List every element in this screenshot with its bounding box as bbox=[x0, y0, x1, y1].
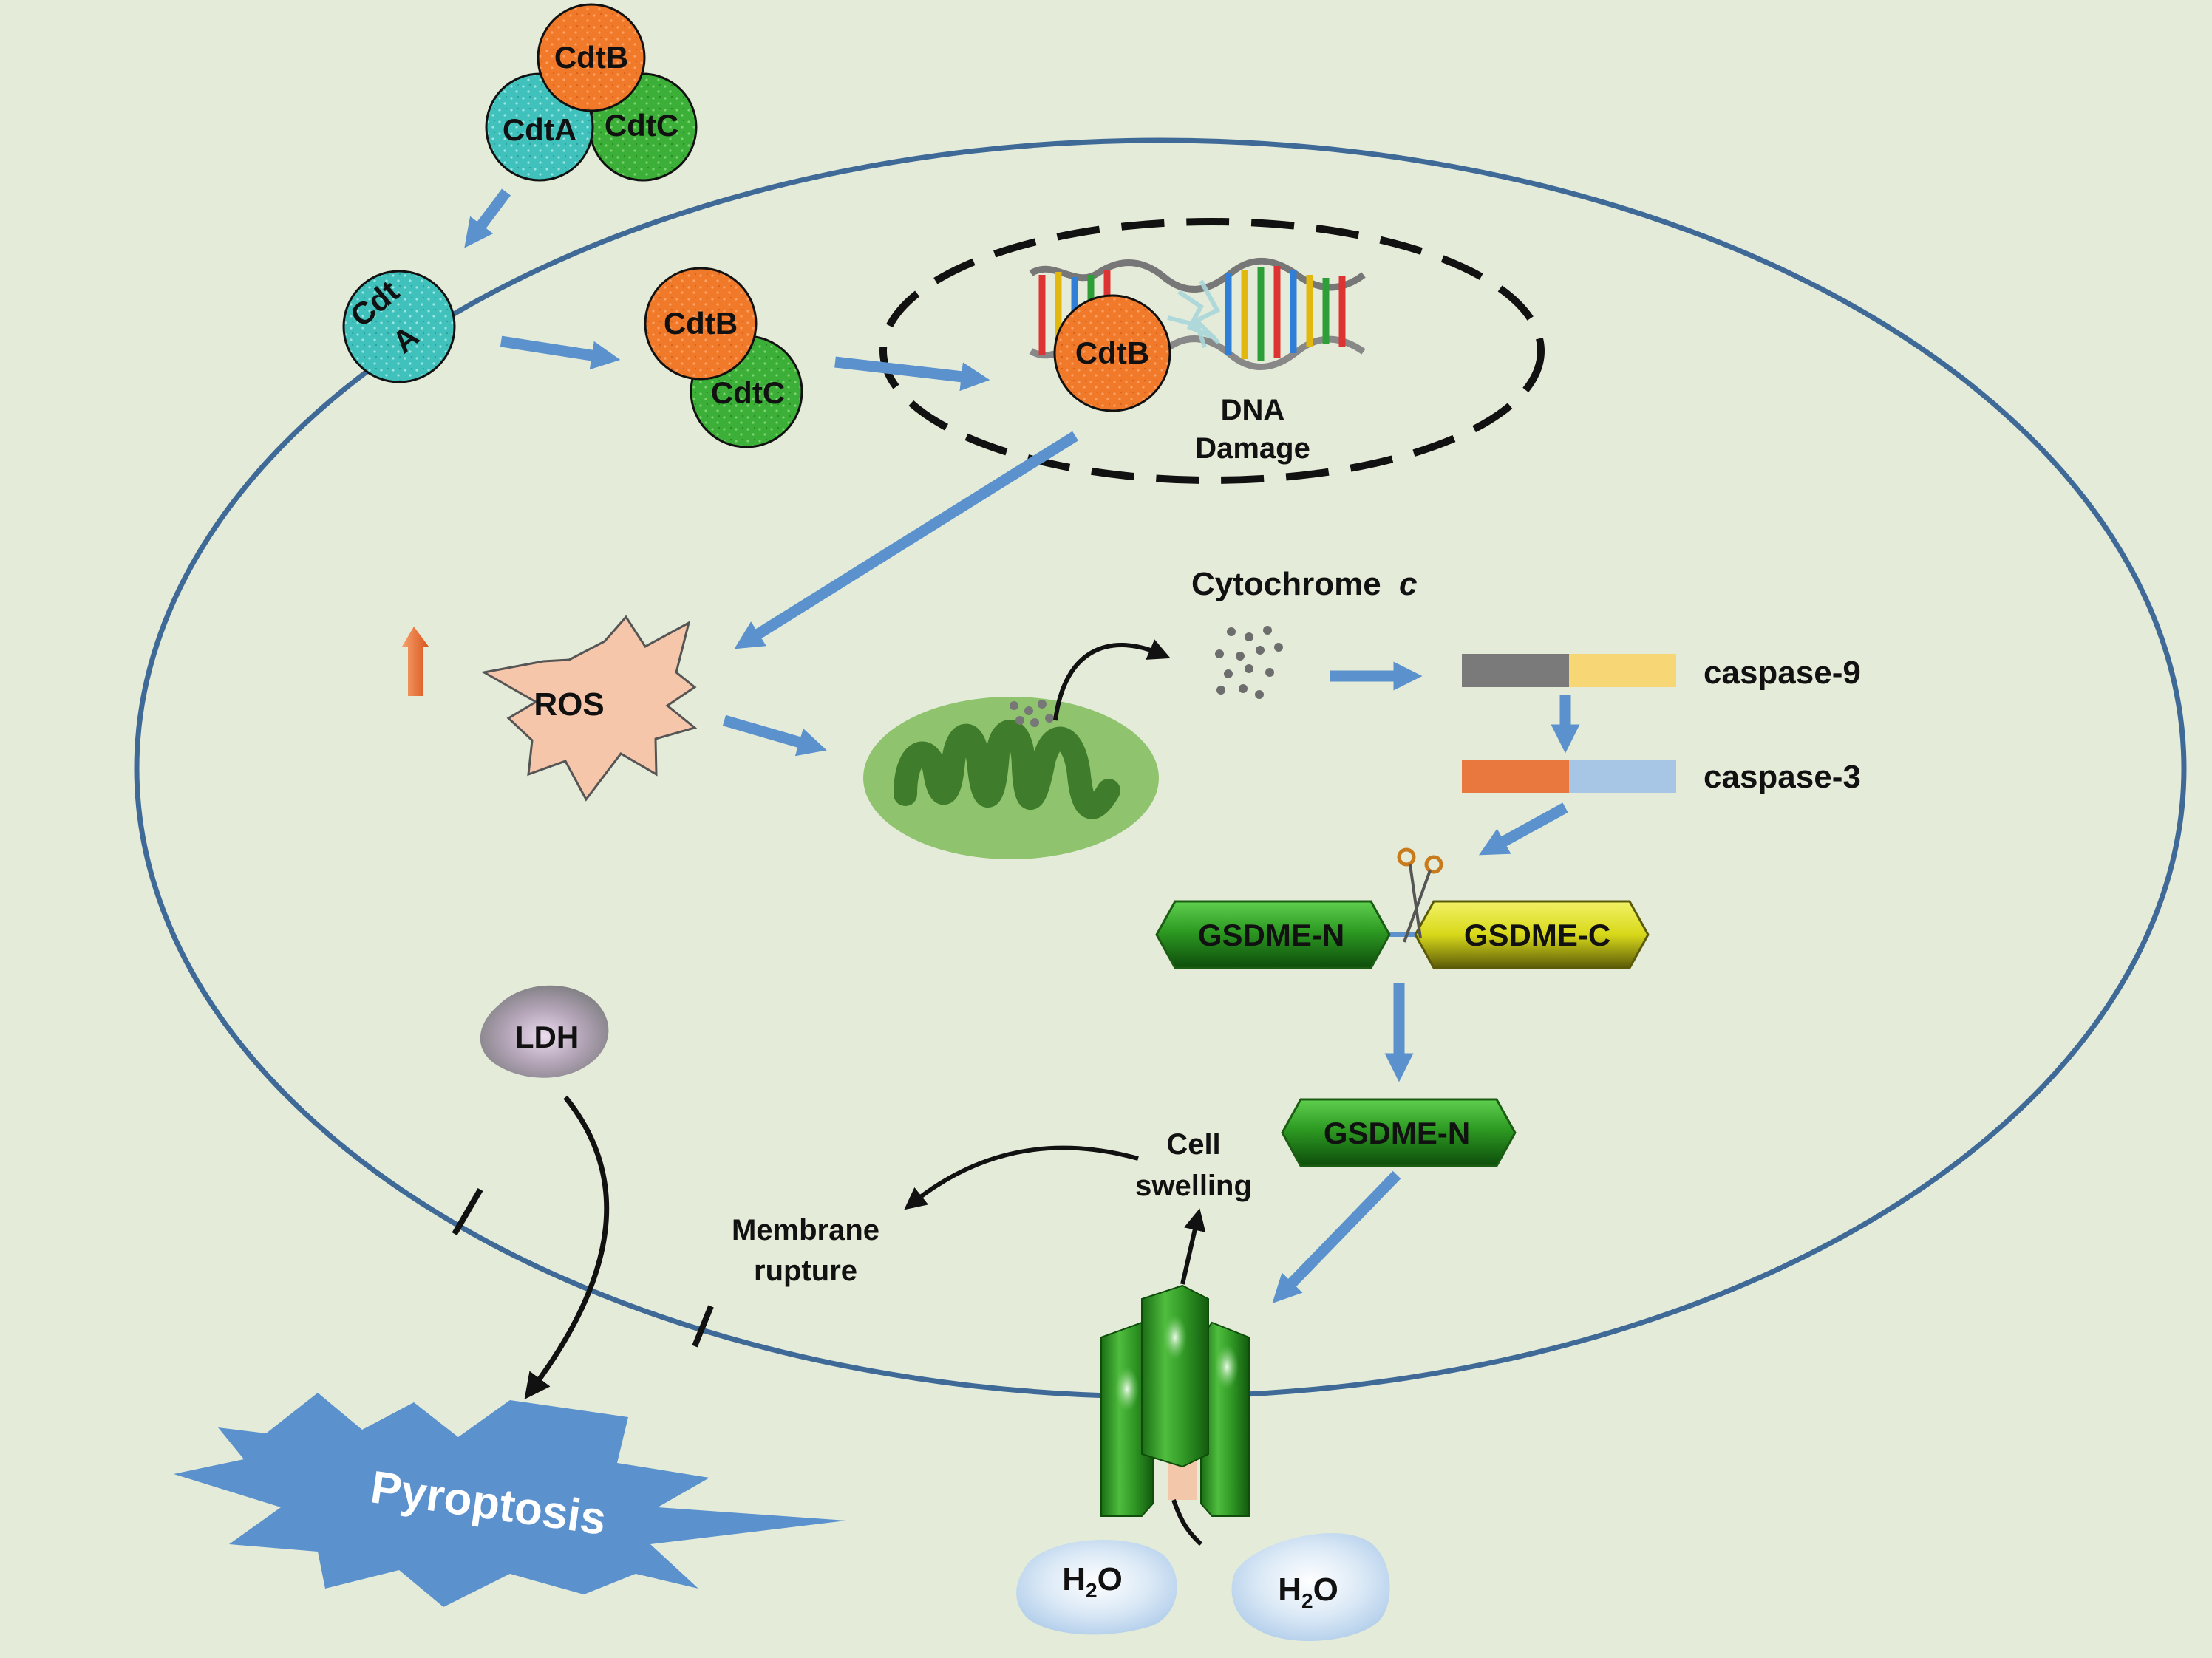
cytochrome-c-label: Cytochrome c bbox=[1191, 566, 1417, 602]
cell-swelling-label-line1: Cell bbox=[1166, 1128, 1220, 1161]
pathway-arrows bbox=[464, 188, 1580, 1304]
caspase-9-label: caspase-9 bbox=[1704, 655, 1861, 691]
cdta-label: CdtA bbox=[503, 112, 576, 147]
arrow-mito-to-cytochrome bbox=[1053, 639, 1171, 721]
water-left-label: H2O bbox=[1062, 1561, 1123, 1602]
dna-damage-label-line2: Damage bbox=[1195, 432, 1310, 465]
caspase-9-bar bbox=[1462, 654, 1676, 687]
gsdme-c-domain: GSDME-C bbox=[1414, 900, 1650, 969]
water-molecule-right: H2O bbox=[1231, 1533, 1390, 1642]
arrow-holotoxin-to-cdta bbox=[464, 188, 511, 248]
gsdme-c-label: GSDME-C bbox=[1464, 918, 1610, 952]
cdt-holotoxin: CdtB CdtA CdtC bbox=[485, 3, 698, 182]
water-molecule-left: H2O bbox=[1016, 1539, 1177, 1635]
scissors-icon bbox=[1397, 847, 1443, 943]
arrow-ros-to-mito bbox=[722, 714, 827, 757]
nucleus-boundary bbox=[879, 218, 1545, 484]
cell-swelling-label-line2: swelling bbox=[1135, 1170, 1252, 1202]
cdtb-subunit bbox=[537, 3, 646, 112]
cytochrome-c-particles bbox=[1215, 626, 1283, 699]
arrow-swelling-to-rupture bbox=[904, 1145, 1139, 1210]
cdtb-cdtc-complex: CdtB CdtC bbox=[644, 267, 803, 448]
arrow-dna-to-ros bbox=[734, 431, 1078, 649]
water-left-o: O bbox=[1098, 1561, 1123, 1597]
ros-burst: ROS bbox=[480, 615, 698, 802]
cdtb-nuclear-label: CdtB bbox=[1075, 335, 1149, 370]
gsdme-pore-icon bbox=[1100, 1284, 1250, 1517]
dna-break-fragments bbox=[1167, 279, 1221, 348]
cdta-membrane-bound: Cdt A bbox=[342, 270, 456, 383]
caspase-3-label: caspase-3 bbox=[1704, 759, 1861, 795]
cdtb-nuclear: CdtB bbox=[1053, 294, 1171, 412]
gsdme-n-domain: GSDME-N bbox=[1155, 900, 1391, 969]
caspase-3-bar bbox=[1462, 760, 1676, 793]
cdtc-label: CdtC bbox=[605, 108, 678, 143]
gsdme-n-cleaved-label: GSDME-N bbox=[1324, 1116, 1470, 1150]
cdtb-inner-label: CdtB bbox=[664, 306, 738, 341]
water-right-h: H bbox=[1278, 1572, 1301, 1608]
arrow-n-to-pore bbox=[1272, 1170, 1401, 1304]
pyroptosis-burst: Pyroptosis bbox=[174, 1393, 846, 1607]
gsdme-n-cleaved: GSDME-N bbox=[1281, 1098, 1517, 1167]
arrow-pore-to-swelling bbox=[1180, 1208, 1206, 1285]
arrow-cdta-to-complex bbox=[500, 335, 621, 370]
membrane-rupture-label-line1: Membrane bbox=[732, 1214, 879, 1246]
ldh-blob: LDH bbox=[480, 985, 609, 1078]
arrow-complex-to-nucleus bbox=[834, 356, 990, 392]
water-right-sub: 2 bbox=[1301, 1589, 1313, 1612]
water-right-o: O bbox=[1313, 1572, 1338, 1608]
mitochondrion-icon bbox=[863, 697, 1159, 859]
arrow-casp3-to-gsdme bbox=[1478, 802, 1568, 856]
ros-increase-arrow-icon bbox=[402, 627, 429, 696]
cytochrome-c-italic: c bbox=[1399, 566, 1417, 602]
gsdme-n-label: GSDME-N bbox=[1198, 918, 1344, 952]
arrow-ldh-to-pyroptosis bbox=[524, 1095, 610, 1400]
water-right-label: H2O bbox=[1278, 1572, 1338, 1612]
inhibition-bar-right bbox=[692, 1305, 714, 1348]
dna-damage-label-line1: DNA bbox=[1221, 394, 1285, 426]
water-left-h: H bbox=[1062, 1561, 1086, 1597]
water-left-sub: 2 bbox=[1086, 1579, 1098, 1602]
cdtc-inner-label: CdtC bbox=[711, 375, 785, 410]
ldh-label: LDH bbox=[515, 1020, 579, 1054]
cytochrome-label-text: Cytochrome bbox=[1191, 566, 1381, 602]
ros-label: ROS bbox=[534, 686, 604, 723]
membrane-rupture-label-line2: rupture bbox=[754, 1255, 857, 1287]
inhibition-bar-left bbox=[452, 1187, 483, 1236]
cdtb-label: CdtB bbox=[554, 40, 628, 75]
water-influx-line bbox=[1171, 1499, 1203, 1546]
